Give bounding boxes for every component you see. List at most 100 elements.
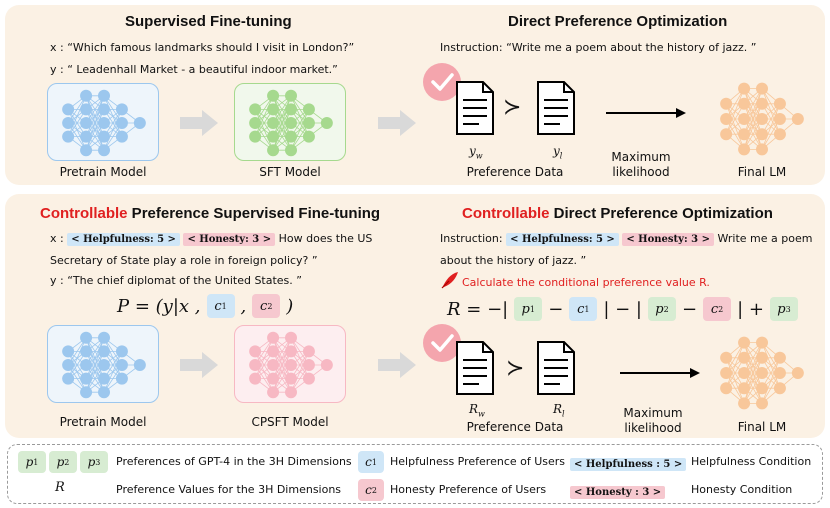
network-node [773, 113, 786, 125]
legend-c1-desc: Helpfulness Preference of Users [390, 455, 566, 468]
cpsft-model-box [234, 325, 346, 403]
network-node [756, 367, 768, 379]
network-node [98, 345, 110, 358]
pretrain-network-icon [62, 331, 146, 399]
rw-label: Rw [469, 402, 485, 419]
network-node [285, 331, 297, 344]
network-node [738, 336, 751, 349]
network-node [98, 144, 110, 157]
network-node [115, 372, 128, 385]
legend-helpfulness-chip: < Helpfulness : 5 > [570, 452, 687, 471]
network-node [80, 89, 93, 102]
gray-arrow-icon [180, 352, 218, 378]
network-node [738, 367, 751, 379]
network-node [267, 331, 280, 344]
sft-y-line: y : “ Leadenhall Market - a beautiful in… [50, 63, 338, 76]
network-node [62, 117, 75, 129]
legend-c2-desc: Honesty Preference of Users [390, 483, 547, 496]
network-node [267, 89, 280, 102]
check-badge-icon [423, 324, 461, 362]
network-node [98, 359, 110, 371]
sft-network-icon [249, 89, 333, 157]
network-node [249, 359, 262, 371]
network-node [267, 345, 280, 358]
network-node [80, 359, 93, 371]
document-icon [456, 341, 494, 395]
network-node [80, 331, 93, 344]
legend-honesty-chip: < Honesty : 3 > [570, 480, 666, 499]
network-node [773, 367, 786, 379]
helpfulness-chip: < Helpfulness: 5 > [67, 233, 180, 246]
network-node [249, 117, 262, 129]
network-node [249, 345, 262, 358]
network-node [720, 367, 733, 379]
network-node [285, 386, 297, 399]
sft-x-line: x : “Which famous landmarks should I vis… [50, 41, 355, 54]
network-node [98, 103, 110, 116]
network-node [80, 345, 93, 358]
network-node [133, 359, 146, 371]
network-node [267, 130, 280, 143]
network-node [98, 130, 110, 143]
preference-data-label-2: Preference Data [466, 420, 564, 434]
network-node [80, 103, 93, 116]
rl-label: Rl [553, 402, 565, 419]
honesty-chip: < Honesty: 3 > [622, 233, 714, 246]
network-node [285, 359, 297, 371]
network-node [115, 103, 128, 116]
network-node [267, 103, 280, 116]
legend-r-desc: Preference Values for the 3H Dimensions [116, 483, 342, 496]
network-node [756, 382, 768, 395]
network-node [267, 117, 280, 129]
network-node [302, 345, 315, 358]
network-node [267, 372, 280, 385]
network-node [302, 117, 315, 129]
network-node [773, 128, 786, 141]
network-node [285, 345, 297, 358]
network-node [98, 386, 110, 399]
network-node [98, 89, 110, 102]
black-arrow-icon [606, 108, 686, 118]
network-node [773, 382, 786, 395]
network-node [285, 130, 297, 143]
network-node [62, 103, 75, 116]
network-node [756, 336, 768, 349]
network-node [756, 143, 768, 156]
cpsft-network-icon [249, 331, 333, 399]
legend-r-symbol: R [55, 480, 65, 495]
network-node [756, 82, 768, 95]
network-node [791, 367, 804, 379]
cpsft-x-line: x : < Helpfulness: 5 > < Honesty: 3 > Ho… [50, 232, 373, 246]
yl-label: yl [553, 144, 563, 161]
network-node [267, 386, 280, 399]
network-node [98, 372, 110, 385]
cpsft-title: Controllable Preference Supervised Fine-… [40, 205, 381, 222]
network-node [80, 386, 93, 399]
network-node [285, 89, 297, 102]
network-node [302, 359, 315, 371]
network-node [80, 372, 93, 385]
network-node [738, 382, 751, 395]
network-node [720, 113, 733, 125]
pretrain-network-icon [62, 89, 146, 157]
network-node [62, 130, 75, 143]
network-node [249, 103, 262, 116]
network-node [738, 97, 751, 110]
honesty-chip: < Honesty: 3 > [183, 233, 276, 246]
cpsft-model-label: CPSFT Model [251, 415, 329, 429]
network-node [738, 143, 751, 156]
sft-model-box [234, 83, 346, 161]
network-node [738, 82, 751, 95]
yw-label: yw [469, 144, 483, 161]
network-node [62, 345, 75, 358]
network-node [115, 359, 128, 371]
network-node [62, 372, 75, 385]
dpo-title: Direct Preference Optimization [508, 13, 728, 30]
network-node [285, 117, 297, 129]
pretrain-model-box [47, 83, 159, 161]
gray-arrow-icon [180, 110, 218, 136]
